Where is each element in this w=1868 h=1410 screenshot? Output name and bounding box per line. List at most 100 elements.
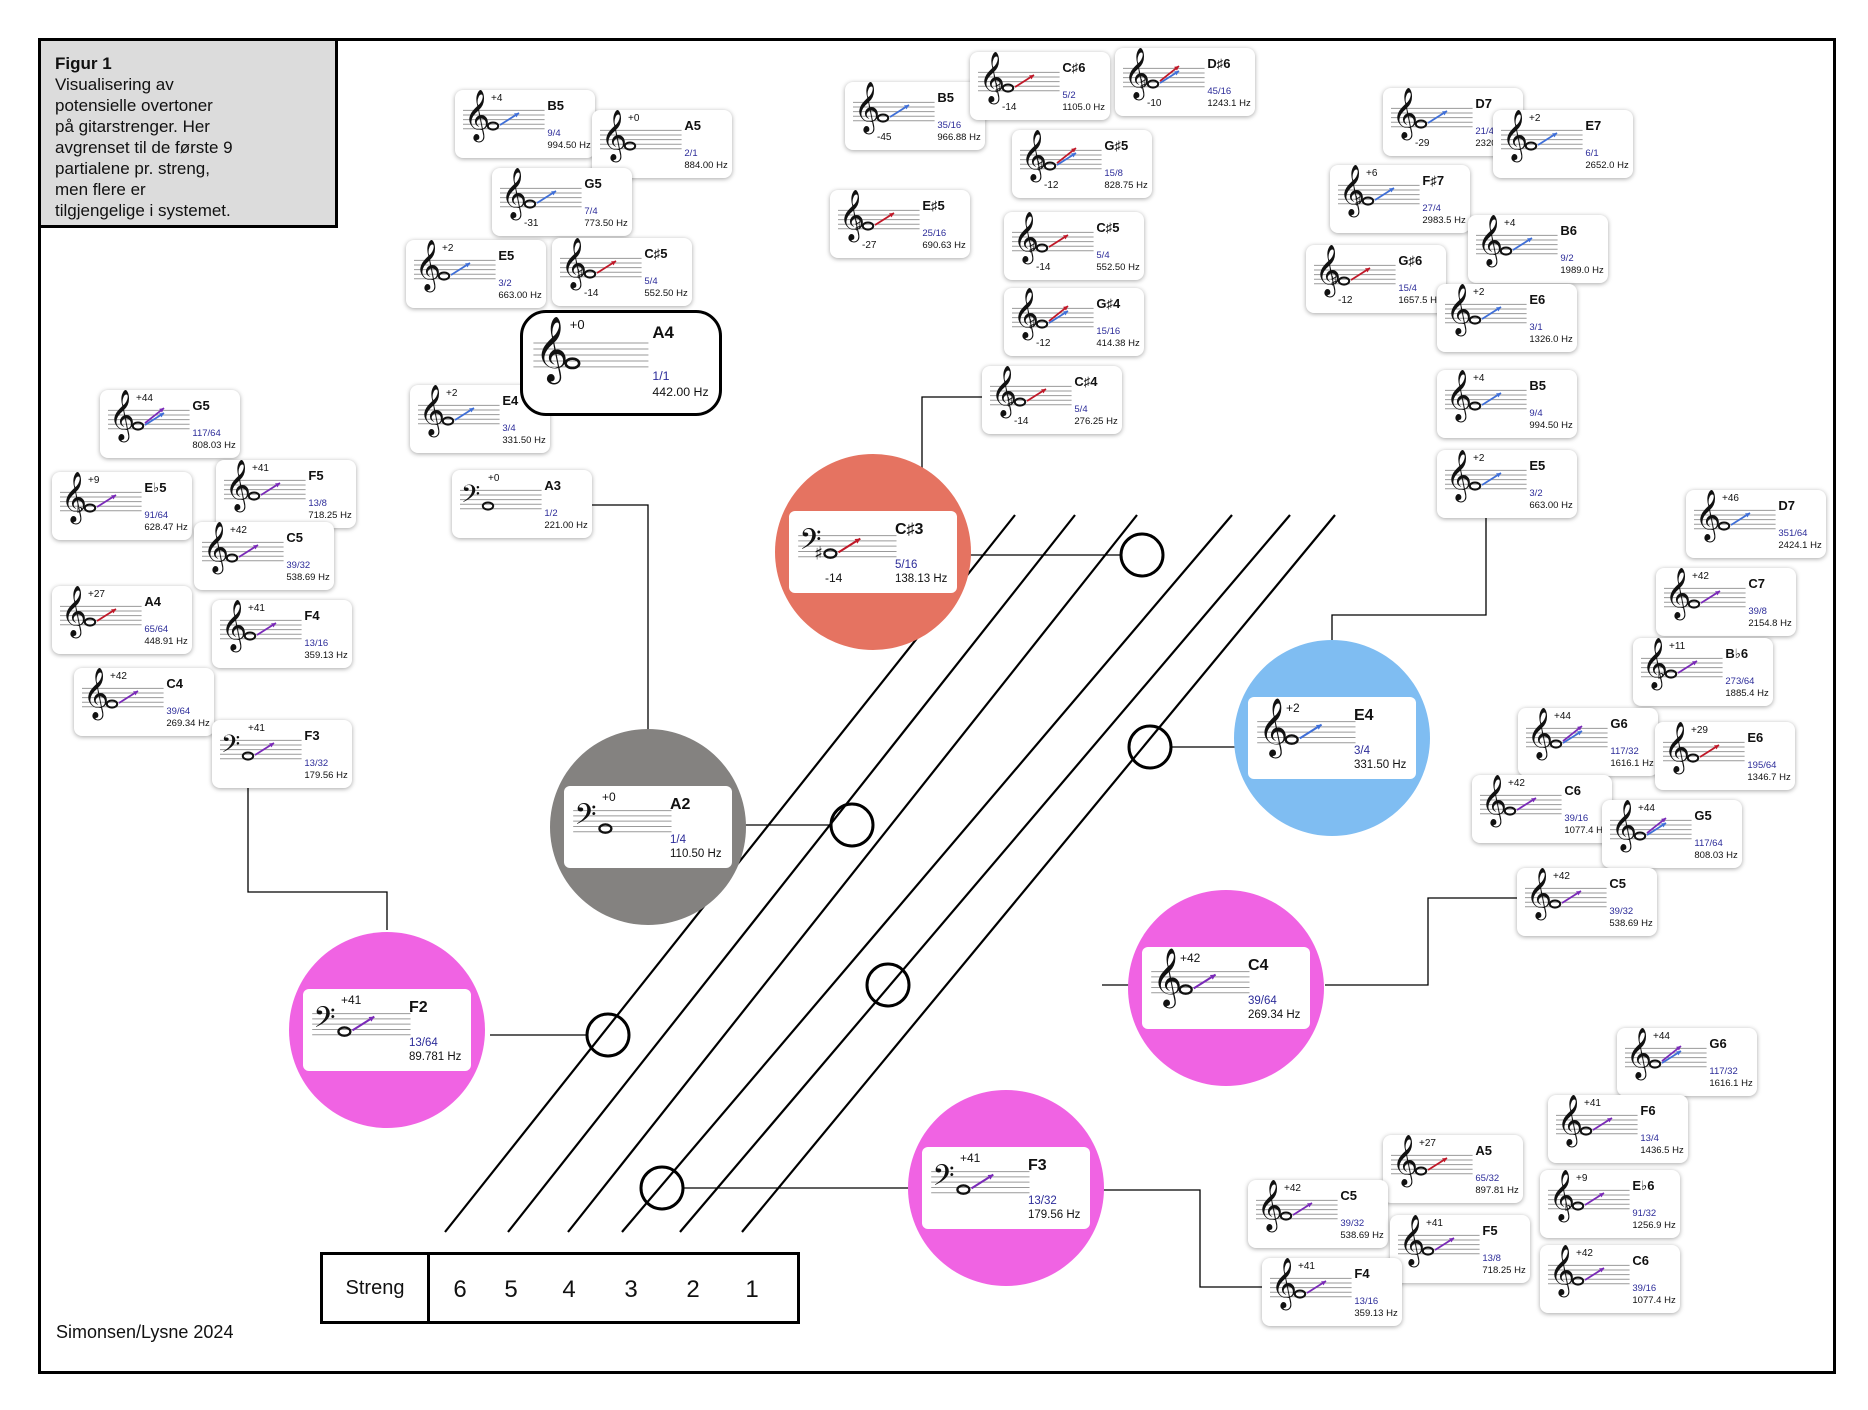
partial-ratio: 117/64 — [1694, 838, 1723, 850]
arrow-head-icon — [854, 538, 861, 544]
frequency: 1243.1 Hz — [1207, 98, 1251, 110]
treble-clef-icon: 𝄞 — [415, 240, 441, 293]
cent-deviation: +44 — [1554, 711, 1571, 722]
partial-ratio: 39/8 — [1748, 606, 1767, 618]
staff-notation: 𝄞♭ — [1641, 638, 1723, 691]
cent-deviation: -14 — [825, 571, 843, 585]
arrow-head-icon — [269, 743, 274, 748]
staff-notation: 𝄞 — [1663, 722, 1745, 775]
string-marker-ring — [585, 1012, 631, 1058]
cent-deviation: +4 — [1473, 373, 1485, 384]
arrow-head-icon — [111, 609, 116, 614]
cent-deviation: +6 — [1366, 168, 1378, 179]
cent-deviation: +44 — [136, 393, 153, 404]
cent-deviation: +4 — [491, 93, 503, 104]
cent-deviation: -12 — [1338, 295, 1353, 307]
partial-ratio: 5/4 — [644, 276, 658, 288]
string-marker-ring — [1127, 724, 1173, 770]
frequency: 1989.0 Hz — [1560, 265, 1604, 277]
frequency: 1326.0 Hz — [1529, 334, 1573, 346]
note-name: F2 — [409, 999, 428, 1016]
note-head — [481, 501, 495, 511]
frequency: 110.50 Hz — [670, 848, 722, 860]
partial-ratio: 5/2 — [1062, 90, 1076, 102]
note-head — [83, 617, 97, 627]
frequency: 448.91 Hz — [144, 636, 188, 648]
staff-notation: 𝄞♯ — [978, 52, 1060, 105]
sharp-icon: ♯ — [1028, 314, 1036, 333]
partial-ratio: 13/64 — [409, 1037, 438, 1049]
partial-ratio: 39/16 — [1564, 813, 1589, 825]
cent-deviation: -12 — [1036, 338, 1051, 350]
treble-clef-icon: 𝄞 — [1695, 490, 1721, 543]
note-name: D7 — [1778, 498, 1796, 513]
cent-deviation: +46 — [1722, 493, 1739, 504]
frequency: 1657.5 Hz — [1398, 295, 1442, 307]
note-name: C♯4 — [1074, 374, 1098, 389]
treble-clef-icon: 𝄞 — [1021, 130, 1047, 183]
treble-clef-icon: 𝄞 — [83, 668, 109, 721]
caption-line: avgrenset til de første 9 — [55, 138, 233, 157]
note-name: G5 — [1694, 808, 1712, 823]
partial-ratio: 351/64 — [1778, 528, 1808, 540]
arrow-head-icon — [465, 263, 470, 268]
partial-ratio: 117/32 — [1709, 1066, 1738, 1078]
note-name: F♯7 — [1422, 173, 1445, 188]
treble-clef-icon: 𝄞 — [535, 316, 569, 385]
frequency: 538.69 Hz — [286, 572, 330, 584]
guitar-string-line — [741, 514, 1336, 1233]
arrow-head-icon — [1442, 111, 1447, 116]
note-head — [1035, 243, 1049, 253]
note-name: E♭6 — [1632, 1178, 1655, 1193]
staff-notation: 𝄞 — [1501, 110, 1583, 163]
arrow-head-icon — [1321, 1281, 1326, 1286]
staff-notation: 𝄞 — [1556, 1095, 1638, 1148]
partial-ratio: 45/16 — [1207, 86, 1232, 98]
connector-line — [921, 396, 982, 470]
arrow-head-icon — [111, 495, 116, 500]
frequency: 828.75 Hz — [1104, 180, 1148, 192]
note-head — [876, 113, 890, 123]
staff-notation: 𝄞♯ — [1338, 165, 1420, 218]
note-name: C♯5 — [644, 246, 668, 261]
cent-deviation: +2 — [446, 388, 458, 399]
cent-deviation: +42 — [110, 671, 127, 682]
treble-clef-icon: 𝄞 — [1339, 165, 1365, 218]
arrow-head-icon — [1063, 306, 1068, 311]
frequency: 331.50 Hz — [1354, 759, 1407, 771]
partial-ratio: 39/32 — [286, 560, 311, 572]
note-head — [598, 823, 613, 834]
treble-clef-icon: 𝄞 — [839, 190, 865, 243]
frequency: 2983.5 Hz — [1422, 215, 1466, 227]
frequency: 884.00 Hz — [684, 160, 728, 172]
note-name: C♯5 — [1096, 220, 1120, 235]
treble-clef-icon: 𝄞 — [1626, 1028, 1652, 1081]
cent-deviation: +9 — [1576, 1173, 1588, 1184]
frequency: 538.69 Hz — [1340, 1230, 1384, 1242]
cent-deviation: -45 — [877, 132, 892, 144]
sharp-icon: ♯ — [576, 264, 584, 283]
partial-ratio: 3/2 — [498, 278, 512, 290]
note-head — [1524, 141, 1538, 151]
frequency: 1105.0 Hz — [1062, 102, 1105, 114]
note-name: F4 — [1354, 1266, 1370, 1281]
partial-ratio: 25/16 — [922, 228, 947, 240]
arrow-head-icon — [1071, 148, 1076, 153]
treble-clef-icon: 𝄞 — [1013, 288, 1039, 341]
sharp-icon: ♯ — [854, 216, 862, 235]
arrow-head-icon — [1577, 726, 1582, 731]
arrow-head-icon — [1599, 1193, 1604, 1198]
frequency: 663.00 Hz — [498, 290, 542, 302]
note-name: B♭6 — [1725, 646, 1749, 661]
arrow-head-icon — [1661, 818, 1666, 823]
